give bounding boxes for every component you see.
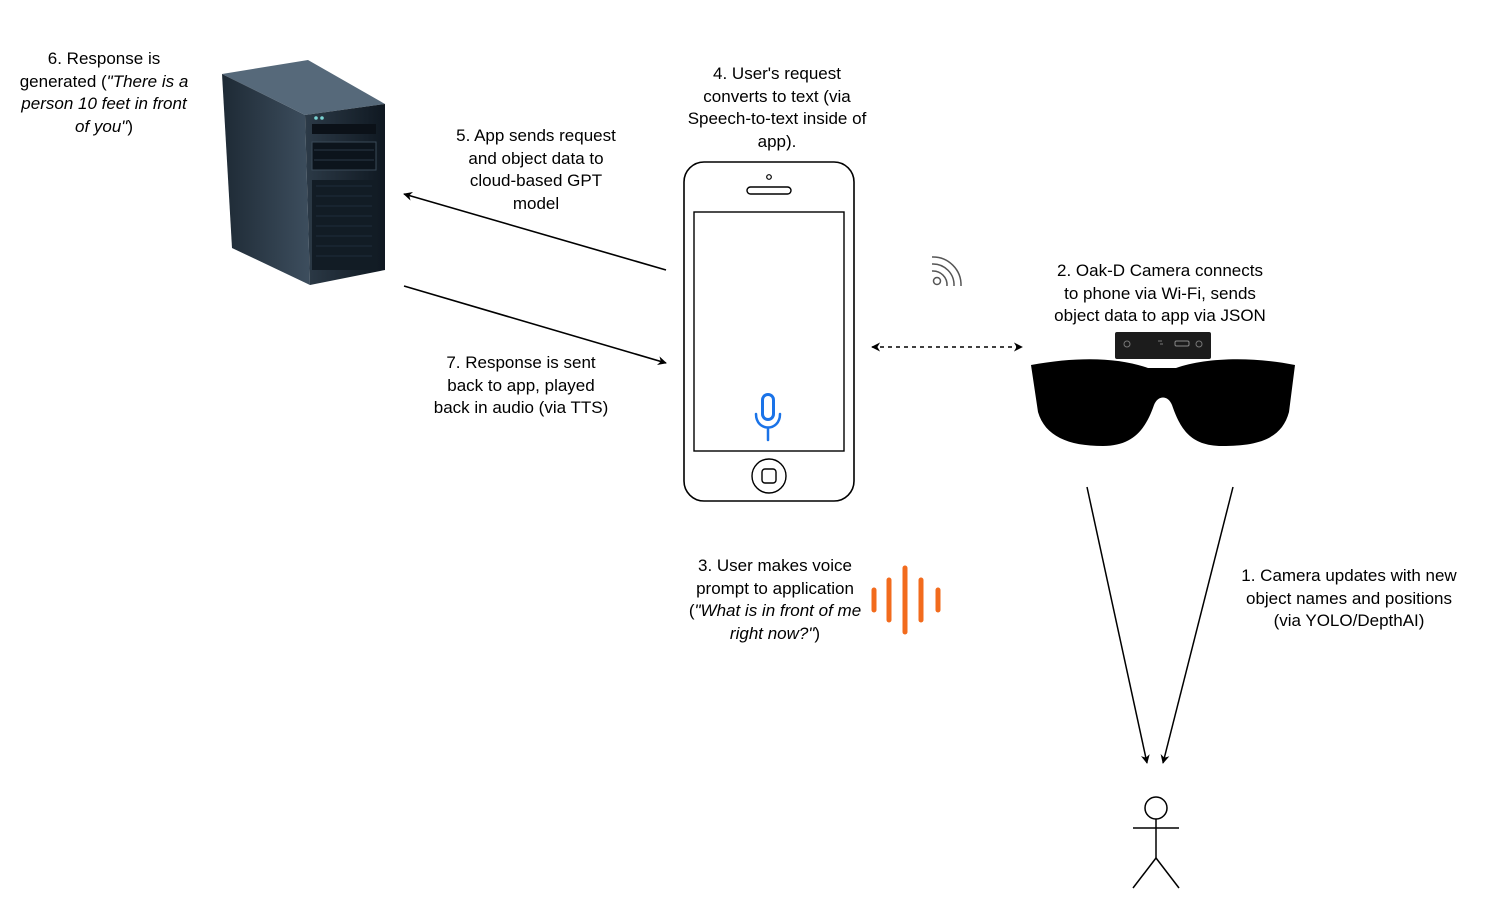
arrow-cloud-to-app	[403, 285, 667, 366]
step-3-line-3-open: (	[688, 601, 695, 620]
server-tower-icon	[222, 60, 385, 285]
step-1-line-3: (via YOLO/DepthAI)	[1273, 611, 1425, 630]
arrow-app-to-cloud	[403, 191, 667, 271]
smartphone-icon	[683, 161, 855, 502]
step-6-line-3: person 10 feet in front	[21, 94, 187, 113]
step-6-line-4-close: )	[127, 116, 134, 136]
step-1-line-2: object names and positions	[1245, 588, 1453, 608]
camera-glasses-icon	[1031, 332, 1295, 446]
step-6-line-2-quote: "There is a	[106, 71, 189, 91]
step-5-line-2: and object data to	[468, 148, 604, 168]
step-7-label: 7. Response is sent back to app, played …	[416, 352, 626, 420]
step-2-line-3: object data to app via JSON	[1054, 306, 1266, 325]
step-4-line-2: converts to text (via	[703, 86, 851, 106]
step-6-line-4: of you")	[6, 116, 202, 139]
step-3-label: 3. User makes voice prompt to applicatio…	[670, 555, 880, 645]
step-4-line-3: Speech-to-text inside of	[687, 109, 867, 128]
step-6-line-4-quote: of you"	[74, 116, 128, 136]
microphone-icon	[754, 393, 782, 442]
step-3-line-3: ("What is in front of me	[670, 600, 880, 623]
step-7-line-1: 7. Response is sent	[446, 353, 596, 372]
step-2-line-2: to phone via Wi-Fi, sends	[1064, 283, 1256, 303]
step-4-line-1: 4. User's request	[713, 64, 841, 83]
step-3-line-4-close: )	[814, 623, 821, 643]
step-2-line-1: 2. Oak-D Camera connects	[1057, 261, 1263, 280]
step-3-line-3-quote: "What is in front of me	[694, 601, 862, 620]
step-4-line-4: app).	[757, 131, 797, 151]
step-1-label: 1. Camera updates with new object names …	[1222, 565, 1476, 633]
step-1-line-1: 1. Camera updates with new	[1241, 566, 1457, 585]
arrow-camera-view-right	[1160, 486, 1234, 764]
arrow-camera-view-left	[1086, 486, 1150, 764]
step-2-label: 2. Oak-D Camera connects to phone via Wi…	[1030, 260, 1290, 328]
step-6-line-2: generated ("There is a	[6, 71, 202, 94]
step-3-line-1: 3. User makes voice	[698, 556, 852, 575]
step-3-line-4: right now?")	[670, 623, 880, 646]
step-3-line-2: prompt to application	[696, 578, 854, 598]
step-5-line-3: cloud-based GPT	[469, 171, 603, 190]
step-7-line-3: back in audio (via TTS)	[433, 398, 609, 417]
step-5-line-1: 5. App sends request	[456, 126, 616, 145]
sound-wave-icon	[871, 565, 941, 635]
step-6-line-2-plain: generated (	[19, 71, 107, 91]
step-6-label: 6. Response is generated ("There is a pe…	[6, 48, 202, 138]
step-7-line-2: back to app, played	[447, 375, 595, 395]
step-3-line-4-quote: right now?"	[729, 623, 815, 643]
step-6-line-1: 6. Response is	[47, 49, 161, 68]
wifi-signal-icon	[931, 256, 962, 287]
step-4-label: 4. User's request converts to text (via …	[670, 63, 884, 153]
stick-figure-icon	[1132, 796, 1180, 889]
step-5-line-4: model	[512, 193, 560, 213]
step-5-label: 5. App sends request and object data to …	[436, 125, 636, 215]
